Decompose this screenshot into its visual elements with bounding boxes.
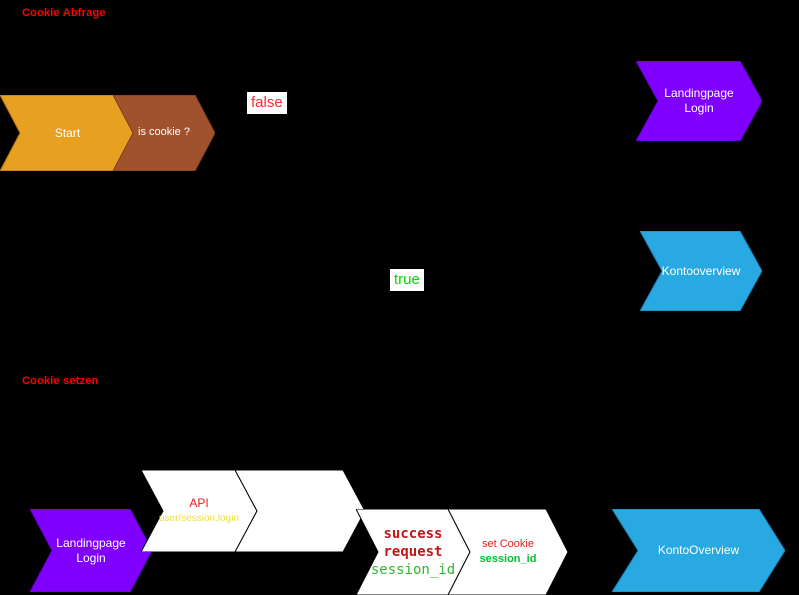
chevron-shape-brown (113, 95, 215, 171)
chevron-shape-purple (30, 509, 152, 592)
api-subtitle: user/session.login (158, 513, 240, 525)
section-title-cookie-abfrage: Cookie Abfrage (22, 7, 106, 19)
success-line1: success (383, 525, 443, 542)
chevron-shape-white (356, 509, 470, 595)
node-success-request[interactable]: success request session_id (356, 509, 470, 595)
node-start-label: Start (54, 125, 81, 140)
node-api[interactable]: API user/session.login (141, 470, 257, 552)
edge-label-true[interactable]: true (390, 269, 424, 291)
api-title: API (189, 496, 209, 511)
chevron-shape-white (235, 470, 365, 552)
section-title-cookie-setzen: Cookie setzen (22, 375, 99, 387)
node-is-cookie[interactable]: is cookie ? (113, 95, 215, 171)
chevron-shape-orange (0, 95, 135, 171)
chevron-shape-blue (640, 231, 762, 311)
edge-label-false[interactable]: false (247, 92, 287, 114)
node-loginserver[interactable]: LOGINSERVER (235, 470, 365, 552)
node-kontooverview-bottom-label: KontoOverview (657, 543, 740, 557)
chevron-shape-purple (636, 61, 762, 141)
node-landingpage-login-top-label: Landingpage Login (664, 86, 734, 115)
node-landingpage-login-top[interactable]: Landingpage Login (636, 61, 762, 141)
success-line2: request (383, 543, 443, 560)
chevron-shape-white (141, 470, 257, 552)
node-start[interactable]: Start (0, 95, 135, 171)
node-kontooverview-top-label: Kontooverview (661, 263, 741, 278)
node-kontooverview-top[interactable]: Kontooverview (640, 231, 762, 311)
node-loginserver-label: LOGINSERVER (256, 503, 344, 518)
node-kontooverview-bottom[interactable]: KontoOverview (612, 509, 785, 592)
node-is-cookie-label: is cookie ? (138, 126, 190, 139)
set-cookie-line2: session_id (479, 553, 537, 565)
success-line3: session_id (370, 562, 456, 579)
set-cookie-line1: set Cookie (482, 537, 534, 550)
node-set-cookie-label: set Cookie session_id (448, 509, 568, 595)
node-landingpage-login-bottom[interactable]: Landingpage Login (30, 509, 152, 592)
chevron-shape-blue (612, 509, 785, 592)
chevron-shape-white (448, 509, 568, 595)
node-success-request-label: success request session_id (356, 509, 470, 595)
node-set-cookie[interactable]: set Cookie session_id (448, 509, 568, 595)
node-landingpage-login-bottom-label: Landingpage Login (56, 535, 126, 565)
node-api-label: API user/session.login (141, 470, 257, 552)
